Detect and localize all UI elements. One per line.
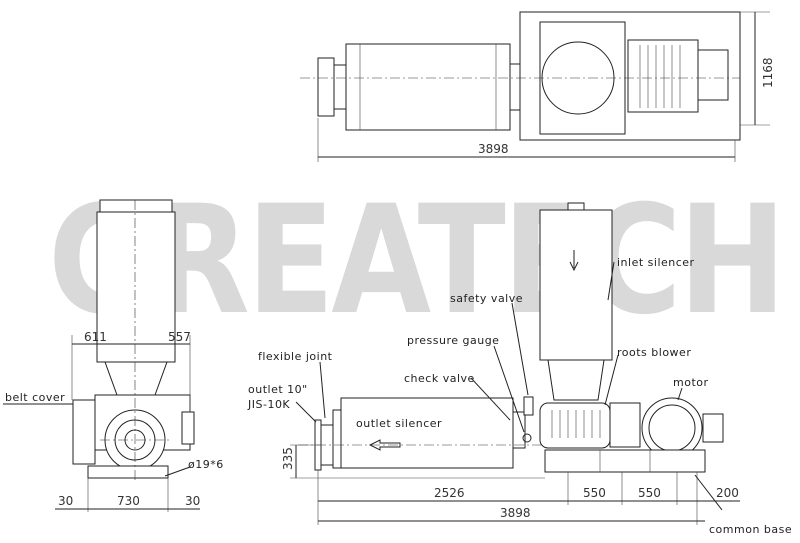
front-dim-right: 557: [168, 330, 191, 344]
front-view: 611 557 belt cover ø19*6 30 730 30: [3, 199, 224, 512]
label-roots-blower: roots blower: [617, 346, 691, 359]
side-view: 335 flexible joint outlet 10" JIS-10K ou…: [247, 202, 792, 536]
label-check-valve: check valve: [404, 372, 475, 385]
label-outlet: outlet 10": [248, 383, 308, 396]
top-width-dim: 1168: [761, 57, 775, 88]
safety-valve: [523, 396, 534, 416]
top-silencer: [345, 43, 511, 131]
label-flexible-joint: flexible joint: [258, 350, 333, 363]
label-motor: motor: [673, 376, 709, 389]
roots-blower: [539, 402, 611, 449]
motor: [641, 397, 703, 459]
label-inlet-silencer: inlet silencer: [617, 256, 695, 269]
dim-2526: 2526: [434, 486, 465, 500]
label-safety-valve: safety valve: [450, 292, 523, 305]
pressure-gauge: [522, 433, 532, 443]
label-pressure-gauge: pressure gauge: [407, 334, 499, 347]
top-view: 3898 1168: [300, 11, 775, 162]
label-outlet-silencer: outlet silencer: [356, 417, 442, 430]
dim-550-b: 550: [638, 486, 661, 500]
dim-200: 200: [716, 486, 739, 500]
label-common-base: common base: [709, 523, 792, 536]
front-silencer: [96, 211, 176, 363]
common-base: [544, 449, 706, 473]
inlet-silencer: [539, 209, 613, 361]
label-outlet-standard: JIS-10K: [247, 398, 290, 411]
side-height-dim: 335: [281, 447, 295, 470]
front-base-dim-left: 30: [58, 494, 73, 508]
dim-550-a: 550: [583, 486, 606, 500]
outlet-silencer: [340, 397, 514, 469]
dim-total-3898: 3898: [500, 506, 531, 520]
top-motor: [627, 39, 699, 113]
label-bolt-holes: ø19*6: [188, 458, 224, 471]
front-base-dim-mid: 730: [117, 494, 140, 508]
top-length-dim: 3898: [478, 142, 509, 156]
front-dim-left: 611: [84, 330, 107, 344]
front-base-dim-right: 30: [185, 494, 200, 508]
belt-cover: [72, 399, 96, 465]
label-belt-cover: belt cover: [5, 391, 65, 404]
